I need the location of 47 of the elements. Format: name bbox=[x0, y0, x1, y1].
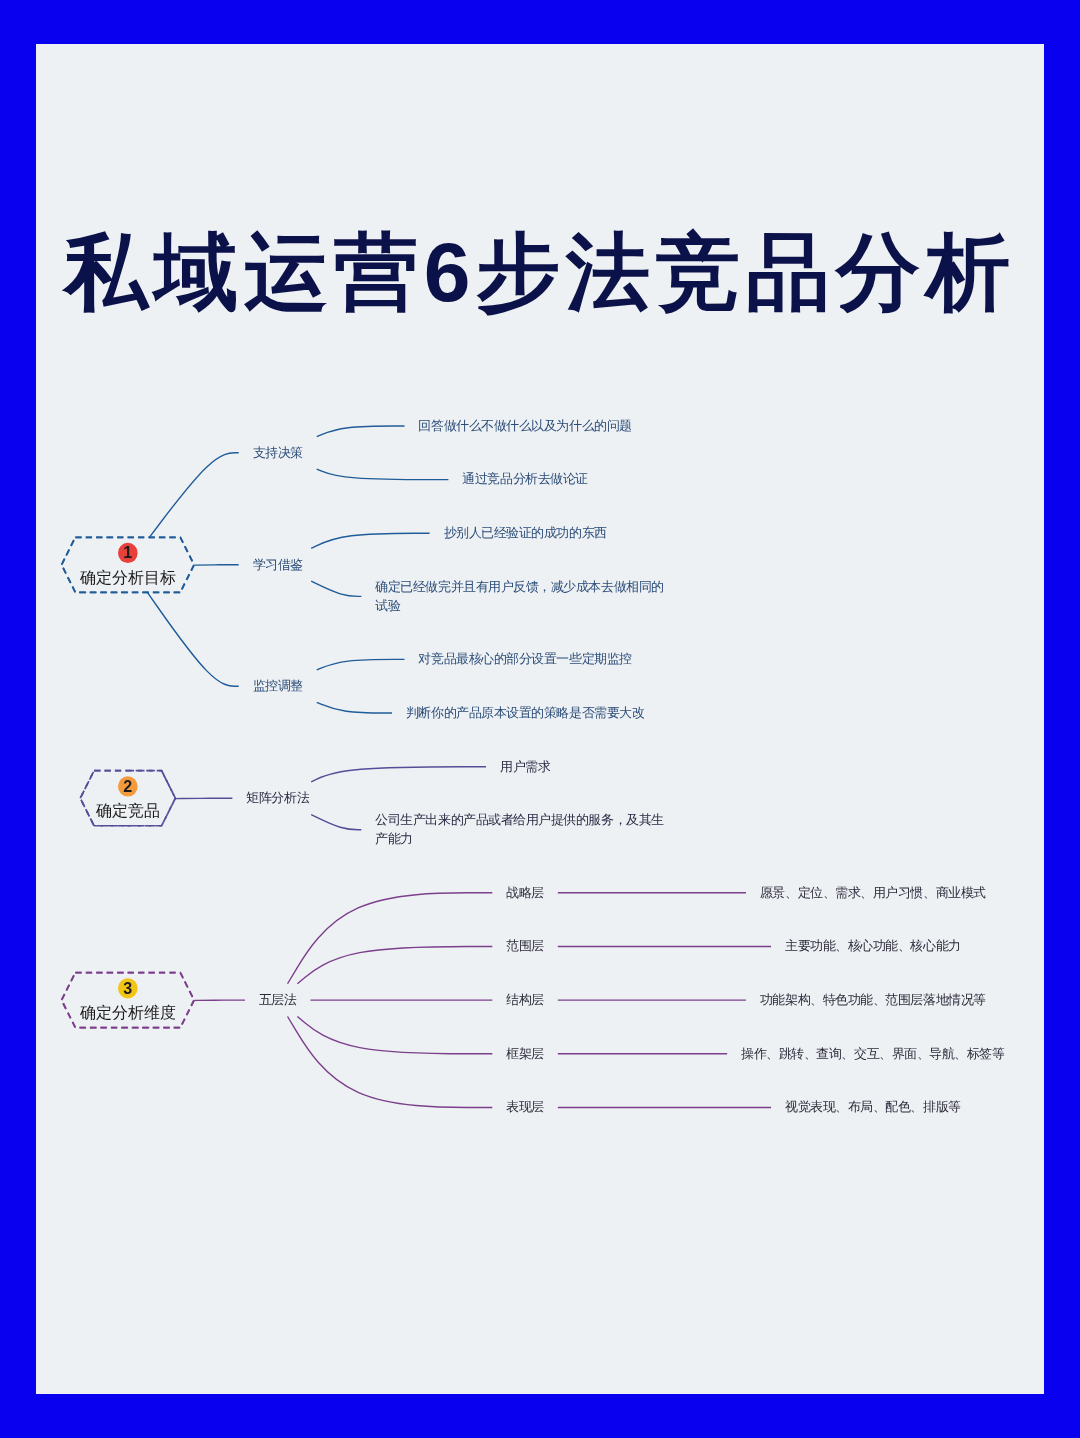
node-text: 视觉表现、布局、配色、排版等 bbox=[784, 1100, 961, 1115]
node-text: 支持决策 bbox=[252, 445, 303, 460]
node-text: 用户需求 bbox=[499, 759, 551, 774]
node-text: 公司生产出来的产品或者给用户提供的服务，及其生产能力 bbox=[375, 813, 664, 846]
connector bbox=[286, 892, 494, 985]
node-text: 判断你的产品原本设置的策略是否需要大改 bbox=[405, 705, 645, 720]
connector bbox=[557, 892, 747, 894]
node-text: 战略层 bbox=[506, 885, 544, 900]
connector bbox=[146, 591, 240, 687]
connector bbox=[296, 1015, 494, 1055]
node-text: 通过竞品分析去做论证 bbox=[462, 472, 588, 487]
node-text: 结构层 bbox=[506, 992, 544, 1007]
connector bbox=[310, 813, 362, 831]
title: 私域运营6步法竞品分析 bbox=[61, 224, 1018, 321]
node-text: 操作、跳转、查询、交互、界面、导航、标签等 bbox=[741, 1046, 1005, 1061]
connector bbox=[557, 999, 747, 1001]
connector bbox=[148, 452, 240, 539]
connector bbox=[557, 1053, 728, 1055]
node-text: 回答做什么不做什么以及为什么的问题 bbox=[418, 418, 632, 433]
connector bbox=[309, 999, 494, 1001]
connector bbox=[316, 658, 406, 671]
node-text: 范围层 bbox=[506, 939, 544, 954]
node-text: 五层法 bbox=[258, 992, 297, 1007]
node-text: 对竞品最核心的部分设置一些定期监控 bbox=[418, 652, 632, 666]
connector bbox=[296, 945, 494, 985]
connector bbox=[286, 1015, 494, 1109]
node-text: 监控调整 bbox=[252, 678, 303, 693]
connector bbox=[557, 1106, 772, 1109]
connector bbox=[310, 766, 487, 783]
connector bbox=[310, 580, 362, 597]
connector bbox=[316, 468, 450, 481]
node-text: 愿景、定位、需求、用户习惯、商业模式 bbox=[759, 885, 986, 900]
connector bbox=[316, 425, 406, 438]
connector bbox=[316, 701, 393, 714]
node-text: 主要功能、核心功能、核心能力 bbox=[784, 939, 961, 954]
node-text: 矩阵分析法 bbox=[246, 790, 310, 805]
connector bbox=[310, 532, 431, 550]
connector bbox=[557, 945, 772, 948]
node-text: 功能架构、特色功能、范围层落地情况等 bbox=[759, 992, 986, 1007]
node-text: 抄别人已经验证的成功的东西 bbox=[443, 525, 607, 540]
connector bbox=[193, 999, 246, 1002]
node-text: 学习借鉴 bbox=[252, 557, 303, 572]
node-text: 确定已经做完并且有用户反馈，减少成本去做相同的试验 bbox=[375, 579, 664, 613]
node-text: 框架层 bbox=[506, 1046, 544, 1061]
connector bbox=[175, 797, 234, 800]
node-text: 表现层 bbox=[506, 1100, 544, 1115]
connector bbox=[193, 564, 240, 566]
